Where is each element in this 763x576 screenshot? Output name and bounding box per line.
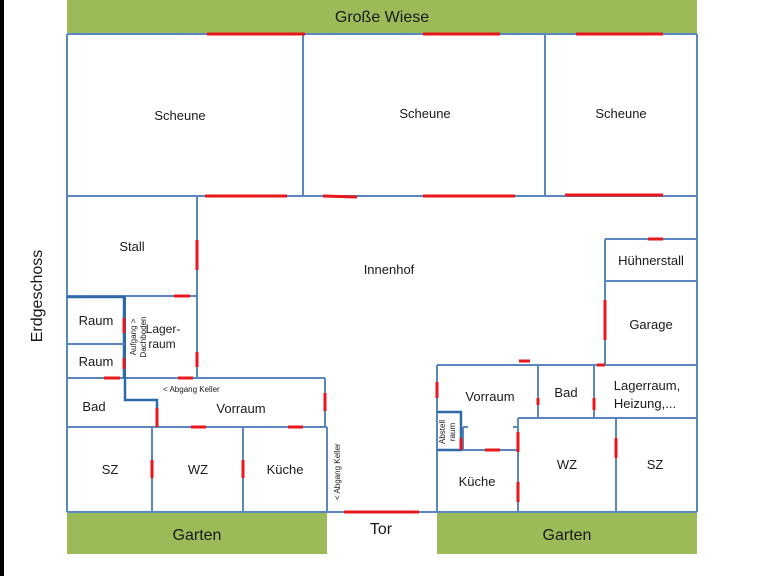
label-aufgang-2: Dachboden: [139, 317, 148, 358]
label-bad-right: Bad: [554, 385, 577, 400]
label-abstellraum-2: raum: [448, 423, 457, 442]
label-raum-2: Raum: [79, 354, 114, 369]
doors-layer: [104, 32, 663, 514]
label-raum-1: Raum: [79, 313, 114, 328]
label-scheune-3: Scheune: [595, 106, 646, 121]
area-garten-left: [67, 512, 327, 554]
wall-abstellraum: [437, 410, 463, 452]
label-garage: Garage: [629, 317, 672, 332]
label-kueche-left: Küche: [267, 462, 304, 477]
label-wz-right: WZ: [557, 457, 577, 472]
door-marker: [322, 194, 358, 199]
label-vorraum-left: Vorraum: [216, 401, 265, 416]
area-garten-right: [437, 512, 697, 554]
label-garten-left: Garten: [173, 527, 222, 544]
label-lagerraum-right-2: Heizung,...: [614, 396, 676, 411]
label-sz-left: SZ: [102, 462, 119, 477]
label-sz-right: SZ: [647, 457, 664, 472]
left-edge-strip: [0, 0, 4, 576]
label-garten-right: Garten: [543, 527, 592, 544]
label-tor: Tor: [370, 521, 393, 538]
label-scheune-2: Scheune: [399, 106, 450, 121]
label-scheune-1: Scheune: [154, 108, 205, 123]
area-grosse-wiese: [67, 0, 697, 33]
label-stall: Stall: [119, 239, 144, 254]
label-bad-left: Bad: [82, 399, 105, 414]
label-huehnerstall: Hühnerstall: [618, 253, 684, 268]
label-innenhof: Innenhof: [364, 262, 415, 277]
label-abstellraum-1: Abstell: [438, 420, 447, 444]
label-lagerraum-left-2: raum: [148, 337, 175, 351]
label-kueche-right: Küche: [459, 474, 496, 489]
label-grosse-wiese: Große Wiese: [335, 9, 429, 26]
label-aufgang-1: Aufgang >: [129, 318, 138, 355]
label-abgang-keller-mid: < Abgang Keller: [333, 443, 342, 500]
label-vorraum-right: Vorraum: [465, 389, 514, 404]
label-lagerraum-right-1: Lagerraum,: [614, 378, 680, 393]
label-abgang-keller-left: < Abgang Keller: [163, 385, 220, 394]
label-wz-left: WZ: [188, 462, 208, 477]
floor-title: Erdgeschoss: [29, 250, 46, 343]
wall-stair: [123, 378, 159, 427]
label-lagerraum-left-1: Lager-: [146, 322, 181, 336]
